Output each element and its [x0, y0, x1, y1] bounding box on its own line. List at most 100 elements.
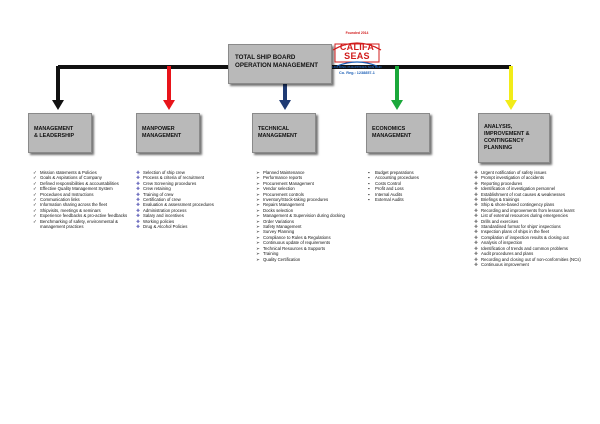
arrow-bullet-icon: ➢	[256, 197, 260, 203]
technical-item-text: Quality Certification	[263, 256, 301, 262]
analysis-item-text: Drills and exercises	[481, 218, 519, 224]
analysis-list-item: ❖Compilation of inspection results & clo…	[474, 235, 592, 240]
manpower-list-item: ❖Evaluation & assessment procedures	[136, 202, 254, 207]
analysis-list-item: ❖Reporting procedures	[474, 181, 592, 186]
management-item-text: Goals & Aspirations of Company	[40, 175, 102, 181]
management-list-item: ✓Experience feedbacks & pro-active feedb…	[33, 213, 133, 218]
arrow-bullet-icon: ➢	[256, 224, 260, 230]
checkmark-icon: ✓	[33, 202, 37, 208]
economics-item-text: Accounting procedures	[375, 175, 419, 181]
manpower-list-item: ❖Crew Screening procedures	[136, 181, 254, 186]
analysis-list-item: ❖Urgent notification of safety issues	[474, 170, 592, 175]
diamond-bullet-icon: ❖	[136, 218, 140, 224]
four-diamond-bullet-icon: ❖	[474, 229, 478, 235]
manpower-item-text: Crew Screening procedures	[143, 180, 197, 186]
analysis-list-item: ❖Continuous improvement	[474, 262, 592, 267]
technical-item-text: Planned Maintenance	[263, 170, 305, 175]
technical-item-text: Management & Supervision during docking	[263, 213, 345, 219]
arrow-bullet-icon: ➢	[256, 256, 260, 262]
four-diamond-bullet-icon: ❖	[474, 202, 478, 208]
technical-item-text: Continuous update of requirements	[263, 240, 331, 246]
square-bullet-icon: ▪	[368, 175, 370, 181]
logo-brand-top: CALIFA	[339, 42, 375, 52]
arrow-head-icon	[279, 100, 291, 110]
manpower-item-text: Salary and incentives	[143, 213, 184, 219]
technical-item-text: Repairs Management	[263, 202, 305, 208]
technical-list-item: ➢Training	[256, 251, 356, 256]
arrow-bullet-icon: ➢	[256, 202, 260, 208]
management-list-item: ✓Benchmarking of safety, environmental &…	[33, 219, 133, 230]
analysis-item-text: Compilation of inspection results & clos…	[481, 234, 569, 240]
category-box-management-leadership: MANAGEMENT & LEADERSHIP	[28, 113, 92, 153]
analysis-item-text: Recording and closing out of non-conform…	[481, 256, 581, 262]
technical-item-text: Order Variations	[263, 218, 294, 224]
four-diamond-bullet-icon: ❖	[474, 240, 478, 246]
technical-item-text: Vendor selection	[263, 186, 295, 192]
analysis-list-item: ❖Prompt investigation of accidents	[474, 175, 592, 180]
four-diamond-bullet-icon: ❖	[474, 175, 478, 181]
diamond-bullet-icon: ❖	[136, 180, 140, 186]
manpower-item-text: Certification of crew	[143, 197, 181, 203]
analysis-list-item: ❖Recording and closing out of non-confor…	[474, 257, 592, 262]
management-list-item: ✓Goals & Aspirations of Company	[33, 175, 133, 180]
category-box-manpower-management: MANPOWER MANAGEMENT	[136, 113, 200, 153]
diamond-bullet-icon: ❖	[136, 175, 140, 181]
checkmark-icon: ✓	[33, 218, 37, 224]
manpower-item-text: Working policies	[143, 218, 175, 224]
technical-item-text: Procurement Management	[263, 180, 314, 186]
diamond-bullet-icon: ❖	[136, 213, 140, 219]
four-diamond-bullet-icon: ❖	[474, 261, 478, 267]
analysis-list-item: ❖Ship & shore-based contingency plans	[474, 202, 592, 207]
logo-founded-text: Founded 2014	[345, 31, 369, 35]
technical-list-item: ➢Compliance to Rules & Regulations	[256, 235, 356, 240]
economics-item-text: Budget preparations	[375, 170, 414, 175]
manpower-item-text: Administration process	[143, 207, 187, 213]
four-diamond-bullet-icon: ❖	[474, 245, 478, 251]
management-items-list: ✓Mission statements & Policies✓Goals & A…	[33, 170, 133, 229]
technical-list-item: ➢Procurement controls	[256, 192, 356, 197]
manpower-item-text: Process & criteria of recruitment	[143, 175, 205, 181]
technical-item-text: Technical Resources & Supports	[263, 245, 326, 251]
logo-brand-bottom: SEAS	[344, 51, 370, 61]
analysis-list-item: ❖Establishment of root causes & weakness…	[474, 192, 592, 197]
manpower-item-text: Training of crew	[143, 191, 174, 197]
arrow-bullet-icon: ➢	[256, 207, 260, 213]
analysis-item-text: Establishment of root causes & weaknesse…	[481, 191, 566, 197]
technical-list-item: ➢Procurement Management	[256, 181, 356, 186]
checkmark-icon: ✓	[33, 213, 37, 219]
logo-emblem-icon	[332, 42, 382, 67]
checkmark-icon: ✓	[33, 197, 37, 203]
arrow-head-icon	[163, 100, 175, 110]
technical-list-item: ➢Docks selection	[256, 208, 356, 213]
manpower-items-list: ❖Selection of ship crew❖Process & criter…	[136, 170, 254, 229]
arrow-head-icon	[391, 100, 403, 110]
analysis-item-text: Standardised format for ships' inspectio…	[481, 224, 561, 230]
four-diamond-bullet-icon: ❖	[474, 224, 478, 230]
diamond-bullet-icon: ❖	[136, 191, 140, 197]
economics-items-list: ▪ Budget preparations ▪ Accounting procedur…	[368, 170, 448, 202]
checkmark-icon: ✓	[33, 186, 37, 192]
four-diamond-bullet-icon: ❖	[474, 186, 478, 192]
manpower-list-item: ❖Crew retaining	[136, 186, 254, 191]
technical-list-item: ➢Quality Certification	[256, 257, 356, 262]
four-diamond-bullet-icon: ❖	[474, 256, 478, 262]
analysis-item-text: Audit procedures and plans	[481, 251, 534, 257]
califa-seas-logo: Founded 2014 CALIFA SEAS HOLDING PHILIPP…	[327, 28, 387, 80]
economics-list-item: ▪Costs Control	[368, 181, 448, 186]
checkmark-icon: ✓	[33, 175, 37, 181]
square-bullet-icon: ▪	[368, 180, 370, 186]
manpower-list-item: ❖Process & criteria of recruitment	[136, 175, 254, 180]
square-bullet-icon: ▪	[368, 197, 370, 203]
arrow-bullet-icon: ➢	[256, 186, 260, 192]
four-diamond-bullet-icon: ❖	[474, 197, 478, 203]
management-list-item: ✓Defined responsibilities & accountabili…	[33, 181, 133, 186]
technical-list-item: ➢Repairs Management	[256, 202, 356, 207]
square-bullet-icon: ▪	[368, 170, 370, 175]
checkmark-icon: ✓	[33, 180, 37, 186]
diamond-bullet-icon: ❖	[136, 207, 140, 213]
arrow-bullet-icon: ➢	[256, 191, 260, 197]
four-diamond-bullet-icon: ❖	[474, 170, 478, 175]
manpower-item-text: Drug & Alcohol Policies	[143, 224, 188, 230]
analysis-item-text: Briefings & trainings	[481, 197, 520, 203]
analysis-list-item: ❖Audit procedures and plans	[474, 251, 592, 256]
